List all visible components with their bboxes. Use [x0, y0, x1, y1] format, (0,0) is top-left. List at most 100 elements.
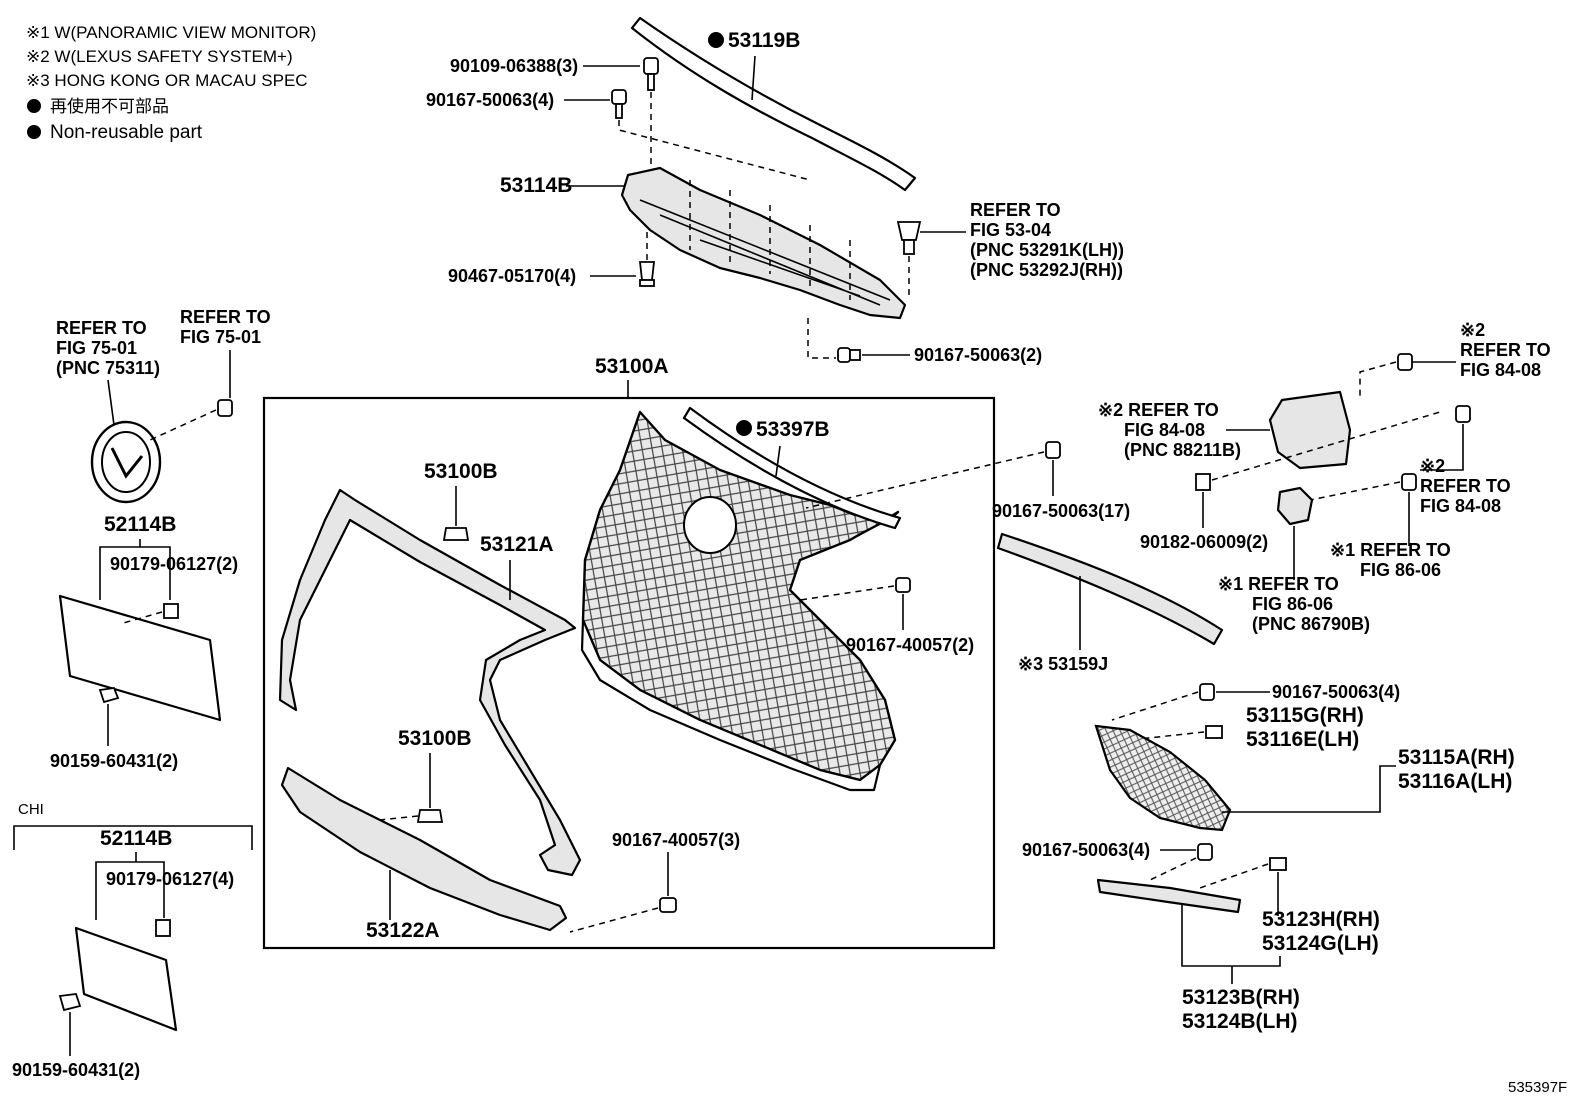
clip-53100B-top: 53100B: [424, 460, 498, 541]
part-label-90167-4c: 90167-50063(4): [1022, 840, 1150, 860]
part-label-53123H: 53123H(RH): [1262, 908, 1380, 931]
clip-icon: [896, 221, 922, 241]
bolt-icon: [1199, 683, 1215, 701]
refer-text: ※2: [1460, 320, 1485, 340]
part-label-53116E: 53116E(LH): [1246, 728, 1359, 751]
emblem-group: REFER TO FIG 75-01 (PNC 75311) REFER TO …: [56, 307, 271, 504]
part-label-53159J: ※3 53159J: [1018, 654, 1108, 674]
refer-text: FIG 86-06: [1360, 560, 1441, 580]
refer-text: (PNC 53291K(LH)): [970, 240, 1124, 260]
bolt-90167-17: 90167-50063(17): [805, 441, 1130, 521]
part-label-53116A: 53116A(LH): [1398, 770, 1512, 793]
emblem-seat-icon: [683, 496, 737, 554]
refer-text: REFER TO: [180, 307, 271, 327]
part-label-90167-17: 90167-50063(17): [992, 501, 1130, 521]
camera-86790B: ※1 REFER TO FIG 86-06 ※1 REFER TO FIG 86…: [1218, 473, 1451, 634]
refer-text: ※2: [1420, 456, 1445, 476]
part-label-90167-2a: 90167-50063(2): [914, 345, 1042, 365]
nut-icon: [1195, 473, 1211, 491]
non-reusable-dot-icon: [736, 420, 752, 436]
refer-text: FIG 75-01: [180, 327, 261, 347]
clip-icon: [416, 809, 444, 823]
legend-nonreuse-en: Non-reusable part: [50, 122, 203, 143]
part-label-53124G: 53124G(LH): [1262, 932, 1379, 955]
clip-head-icon: [639, 279, 655, 287]
bolt-90167-4a: 90167-50063(4): [426, 89, 811, 181]
part-label-90159-2b: 90159-60431(2): [12, 1060, 140, 1080]
part-label-90159-2a: 90159-60431(2): [50, 751, 178, 771]
bolt-90167-2a: 90167-50063(2): [807, 318, 1042, 365]
refer-text: FIG 75-01: [56, 338, 137, 358]
moulding-53397B: 53397B: [682, 406, 902, 530]
bolt-icon: [611, 89, 627, 105]
clip-icon: [442, 527, 470, 541]
refer-text: (PNC 86790B): [1252, 614, 1370, 634]
clip-icon: [638, 261, 656, 281]
screw-icon: [98, 687, 120, 704]
part-label-90182: 90182-06009(2): [1140, 532, 1268, 552]
refer-text: FIG 53-04: [970, 220, 1051, 240]
bolt-icon: [1397, 353, 1413, 371]
bolt-shank-icon: [849, 349, 861, 361]
refer-text: REFER TO: [56, 318, 147, 338]
refer-text: ※1 REFER TO: [1218, 574, 1339, 594]
part-label-90167-4a: 90167-50063(4): [426, 90, 554, 110]
refer-text: FIG 84-08: [1124, 420, 1205, 440]
nut-icon: [155, 919, 171, 937]
part-label-52114B-b: 52114B: [100, 827, 172, 850]
part-label-52114B-a: 52114B: [104, 513, 176, 536]
part-label-53122A: 53122A: [366, 919, 440, 942]
refer-text: ※1 REFER TO: [1330, 540, 1451, 560]
refer-text: FIG 86-06: [1252, 594, 1333, 614]
bracket-53114B: 53114B: [500, 166, 907, 320]
nut-90182: 90182-06009(2): [1140, 411, 1441, 552]
bolt-icon: [1045, 441, 1061, 459]
clip-shank-icon: [903, 239, 915, 255]
part-label-53124B: 53124B(LH): [1182, 1010, 1298, 1033]
part-label-90167-4b: 90167-50063(4): [1272, 682, 1400, 702]
non-reusable-dot-icon: [27, 125, 41, 139]
clip-53100B-bot: 53100B: [359, 727, 472, 823]
assembly-53100A: 53100A: [262, 355, 996, 950]
part-label-90167-40057-2: 90167-40057(2): [846, 635, 974, 655]
upper-moulding-53119B: 53119B: [630, 16, 917, 192]
clip-icon: [1269, 857, 1287, 871]
bolt-icon: [837, 347, 851, 363]
screw-icon: [58, 993, 82, 1012]
part-label-53114B: 53114B: [500, 174, 572, 197]
part-label-90167-40057-3: 90167-40057(3): [612, 830, 740, 850]
refer-text: FIG 84-08: [1460, 360, 1541, 380]
chi-label: CHI: [18, 801, 44, 818]
clip-90467: 90467-05170(4): [448, 232, 656, 287]
bolt-90167-40057-3: 90167-40057(3): [569, 830, 740, 933]
part-label-53397B: 53397B: [756, 418, 830, 441]
refer-text: (PNC 75311): [56, 358, 160, 378]
part-label-53100A: 53100A: [595, 355, 669, 378]
bolt-icon: [1455, 405, 1471, 423]
chi-variant: CHI 52114B 90179-06127(4) 90159-60431(2): [12, 801, 253, 1080]
part-label-53121A: 53121A: [480, 533, 554, 556]
part-label-90467: 90467-05170(4): [448, 266, 576, 286]
bolt-shank-icon: [615, 103, 623, 119]
part-label-90179-4: 90179-06127(4): [106, 869, 234, 889]
legend-note-3: ※3 HONG KONG OR MACAU SPEC: [26, 71, 308, 90]
side-grille-53115: 90167-50063(4) 53115G(RH) 53116E(LH) 531…: [1094, 682, 1515, 832]
grille-mesh: [580, 410, 900, 792]
strip-53159J: ※3 53159J: [996, 532, 1224, 674]
bolt-shank-icon: [647, 73, 655, 91]
surround-53121A: 53121A: [278, 488, 582, 877]
legend-nonreuse-jp: 再使用不可部品: [50, 96, 169, 116]
lower-trim-53123: 90167-50063(4) 53123H(RH) 53124G(LH) 531…: [1022, 840, 1380, 1033]
non-reusable-dot-icon: [27, 99, 41, 113]
refer-text: ※2 REFER TO: [1098, 400, 1219, 420]
bolt-icon: [659, 897, 677, 913]
clip-icon: [1205, 725, 1223, 739]
nut-icon: [163, 603, 179, 619]
part-label-90179-2: 90179-06127(2): [110, 554, 238, 574]
bolt-icon: [895, 577, 911, 593]
part-label-53100B-top: 53100B: [424, 460, 498, 483]
non-reusable-dot-icon: [708, 32, 724, 48]
bolt-icon: [1197, 843, 1213, 861]
legend: ※1 W(PANORAMIC VIEW MONITOR) ※2 W(LEXUS …: [26, 23, 316, 143]
